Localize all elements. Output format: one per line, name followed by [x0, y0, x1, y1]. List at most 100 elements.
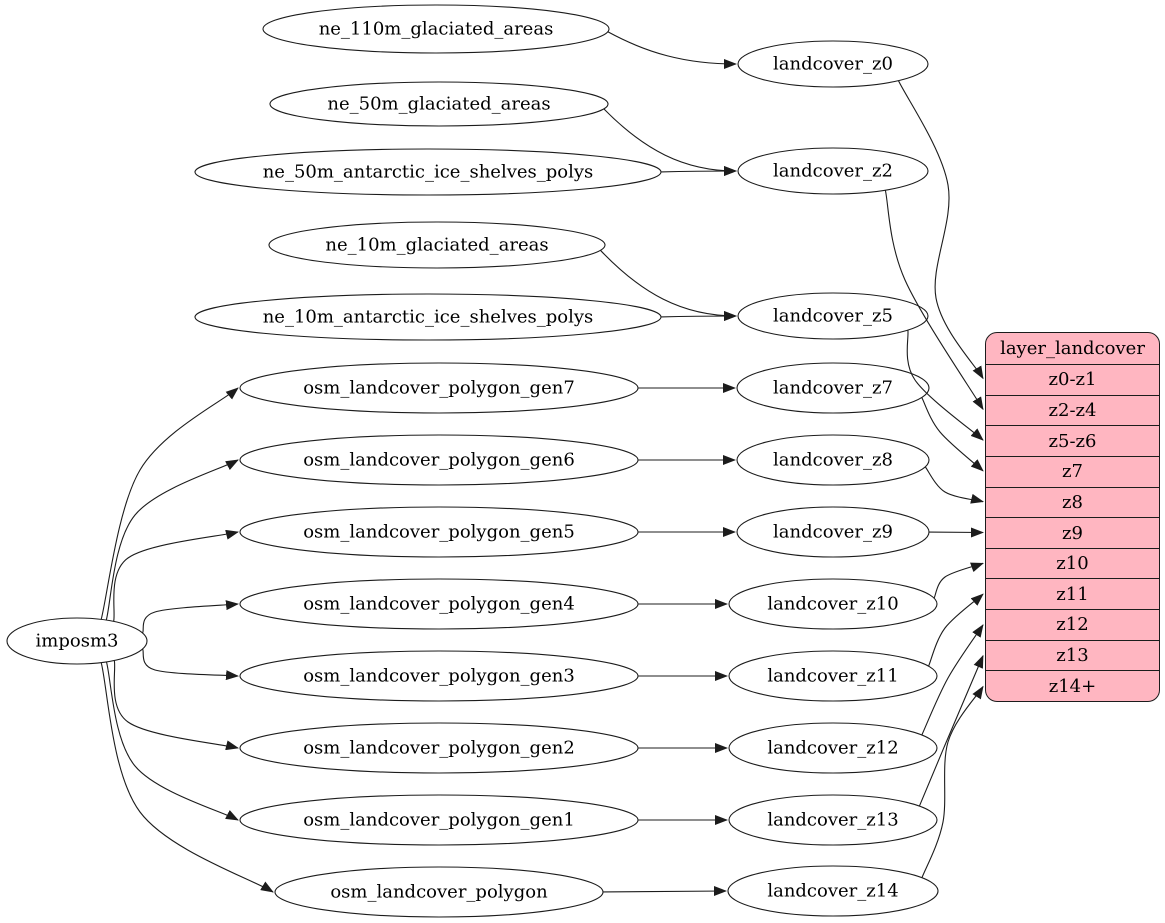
edge-osm_landcover_polygon-landcover_z14	[602, 886, 727, 897]
edge-imposm3-osm_landcover_polygon_gen4	[142, 600, 239, 634]
node-label-osm_landcover_polygon_gen1: osm_landcover_polygon_gen1	[303, 810, 575, 831]
node-ellipse-imposm3	[6, 617, 148, 665]
node-landcover_z14: landcover_z14	[727, 865, 939, 917]
node-ellipse-landcover_z12	[728, 722, 938, 774]
node-ellipse-landcover_z10	[728, 578, 938, 630]
node-ellipse-landcover_z13	[728, 794, 938, 846]
node-osm_landcover_polygon_gen1: osm_landcover_polygon_gen1	[239, 794, 639, 846]
node-ellipse-ne_50m_antarctic_ice_shelves_polys	[194, 148, 662, 196]
node-imposm3: imposm3	[6, 617, 148, 665]
node-landcover_z8: landcover_z8	[736, 434, 930, 486]
node-label-osm_landcover_polygon: osm_landcover_polygon	[330, 882, 548, 903]
node-landcover_z10: landcover_z10	[728, 578, 938, 630]
node-ellipse-landcover_z0	[737, 40, 929, 88]
node-ellipse-osm_landcover_polygon	[274, 866, 604, 918]
edge-landcover_z11-row-z11	[928, 593, 984, 667]
edge-landcover_z8-row-z8	[924, 466, 984, 504]
node-label-landcover_z9: landcover_z9	[773, 522, 893, 543]
node-label-osm_landcover_polygon_gen7: osm_landcover_polygon_gen7	[303, 378, 575, 399]
node-ellipse-landcover_z2	[737, 147, 929, 195]
node-label-landcover_z5: landcover_z5	[773, 306, 893, 327]
record-title: layer_landcover	[1000, 338, 1145, 359]
record-row-z14+: z14+	[986, 670, 1159, 701]
edge-imposm3-osm_landcover_polygon_gen7	[100, 387, 239, 620]
node-ellipse-ne_10m_antarctic_ice_shelves_polys	[194, 293, 662, 341]
node-label-landcover_z8: landcover_z8	[773, 450, 893, 471]
node-osm_landcover_polygon_gen3: osm_landcover_polygon_gen3	[239, 650, 639, 702]
record-row-z11: z11	[986, 578, 1159, 609]
node-label-landcover_z12: landcover_z12	[767, 738, 898, 759]
node-ne_110m_glaciated_areas: ne_110m_glaciated_areas	[262, 4, 610, 54]
node-osm_landcover_polygon_gen4: osm_landcover_polygon_gen4	[239, 578, 639, 630]
edge-landcover_z5-row-z5-z6	[906, 330, 984, 441]
edge-ne_50m_glaciated_areas-landcover_z2	[603, 108, 737, 176]
record-row-z9: z9	[986, 517, 1159, 548]
node-landcover_z13: landcover_z13	[728, 794, 938, 846]
record-row-z13: z13	[986, 639, 1159, 671]
node-label-landcover_z7: landcover_z7	[773, 378, 893, 399]
record-row-z2-z4: z2-z4	[986, 394, 1159, 426]
edge-imposm3-osm_landcover_polygon_gen6	[105, 459, 239, 621]
node-label-landcover_z0: landcover_z0	[773, 54, 893, 75]
node-label-osm_landcover_polygon_gen6: osm_landcover_polygon_gen6	[303, 450, 575, 471]
node-label-ne_50m_glaciated_areas: ne_50m_glaciated_areas	[327, 94, 550, 115]
edge-landcover_z7-row-z7	[921, 397, 984, 472]
edge-imposm3-osm_landcover_polygon_gen1	[105, 661, 239, 821]
edge-landcover_z10-row-z10	[933, 562, 984, 599]
node-label-landcover_z11: landcover_z11	[767, 666, 898, 687]
edge-ne_50m_antarctic_ice_shelves_polys-landcover_z2	[660, 166, 737, 177]
node-ellipse-landcover_z11	[728, 650, 938, 702]
edge-imposm3-osm_landcover_polygon_gen3	[142, 648, 239, 681]
node-label-ne_50m_antarctic_ice_shelves_polys: ne_50m_antarctic_ice_shelves_polys	[263, 162, 594, 183]
node-ne_10m_antarctic_ice_shelves_polys: ne_10m_antarctic_ice_shelves_polys	[194, 293, 662, 341]
edge-landcover_z2-row-z2-z4	[884, 190, 984, 411]
node-label-ne_10m_antarctic_ice_shelves_polys: ne_10m_antarctic_ice_shelves_polys	[263, 307, 594, 328]
node-label-landcover_z10: landcover_z10	[767, 594, 898, 615]
node-label-landcover_z2: landcover_z2	[773, 161, 893, 182]
node-osm_landcover_polygon_gen7: osm_landcover_polygon_gen7	[239, 362, 639, 414]
edge-imposm3-osm_landcover_polygon_gen2	[113, 660, 239, 751]
edge-ne_110m_glaciated_areas-landcover_z0	[607, 31, 737, 69]
edge-landcover_z13-row-z13	[918, 654, 984, 807]
edge-landcover_z12-row-z12	[921, 624, 984, 736]
node-label-imposm3: imposm3	[36, 631, 119, 652]
node-label-osm_landcover_polygon_gen4: osm_landcover_polygon_gen4	[303, 594, 575, 615]
node-landcover_z11: landcover_z11	[728, 650, 938, 702]
node-ellipse-ne_10m_glaciated_areas	[268, 221, 606, 269]
record-row-z8: z8	[986, 486, 1159, 518]
record-row-z0-z1: z0-z1	[986, 364, 1159, 395]
edge-landcover_z14-row-z14+	[921, 685, 984, 878]
node-label-osm_landcover_polygon_gen2: osm_landcover_polygon_gen2	[303, 738, 575, 759]
node-ne_10m_glaciated_areas: ne_10m_glaciated_areas	[268, 221, 606, 269]
node-ne_50m_antarctic_ice_shelves_polys: ne_50m_antarctic_ice_shelves_polys	[194, 148, 662, 196]
node-osm_landcover_polygon_gen2: osm_landcover_polygon_gen2	[239, 722, 639, 774]
node-osm_landcover_polygon_gen5: osm_landcover_polygon_gen5	[239, 506, 639, 558]
node-osm_landcover_polygon: osm_landcover_polygon	[274, 866, 604, 918]
record-row-z5-z6: z5-z6	[986, 425, 1159, 456]
record-row-z12: z12	[986, 609, 1159, 640]
node-ne_50m_glaciated_areas: ne_50m_glaciated_areas	[269, 81, 609, 127]
record-row-z10: z10	[986, 547, 1159, 579]
node-label-ne_10m_glaciated_areas: ne_10m_glaciated_areas	[325, 235, 548, 256]
node-landcover_z7: landcover_z7	[736, 362, 930, 414]
node-osm_landcover_polygon_gen6: osm_landcover_polygon_gen6	[239, 434, 639, 486]
edge-ne_10m_glaciated_areas-landcover_z5	[600, 249, 737, 321]
node-ellipse-ne_110m_glaciated_areas	[262, 4, 610, 54]
node-landcover_z12: landcover_z12	[728, 722, 938, 774]
node-ellipse-landcover_z14	[727, 865, 939, 917]
node-ellipse-landcover_z5	[737, 292, 929, 340]
node-label-landcover_z14: landcover_z14	[767, 881, 898, 902]
node-label-landcover_z13: landcover_z13	[767, 810, 898, 831]
edge-imposm3-osm_landcover_polygon	[100, 662, 274, 893]
node-landcover_z2: landcover_z2	[737, 147, 929, 195]
record-row-z7: z7	[986, 455, 1159, 487]
node-landcover_z0: landcover_z0	[737, 40, 929, 88]
node-ellipse-ne_50m_glaciated_areas	[269, 81, 609, 127]
node-label-osm_landcover_polygon_gen3: osm_landcover_polygon_gen3	[303, 666, 575, 687]
node-ellipse-landcover_z7	[736, 362, 930, 414]
node-ellipse-landcover_z9	[736, 506, 930, 558]
node-label-ne_110m_glaciated_areas: ne_110m_glaciated_areas	[319, 19, 554, 40]
node-label-osm_landcover_polygon_gen5: osm_landcover_polygon_gen5	[303, 522, 575, 543]
